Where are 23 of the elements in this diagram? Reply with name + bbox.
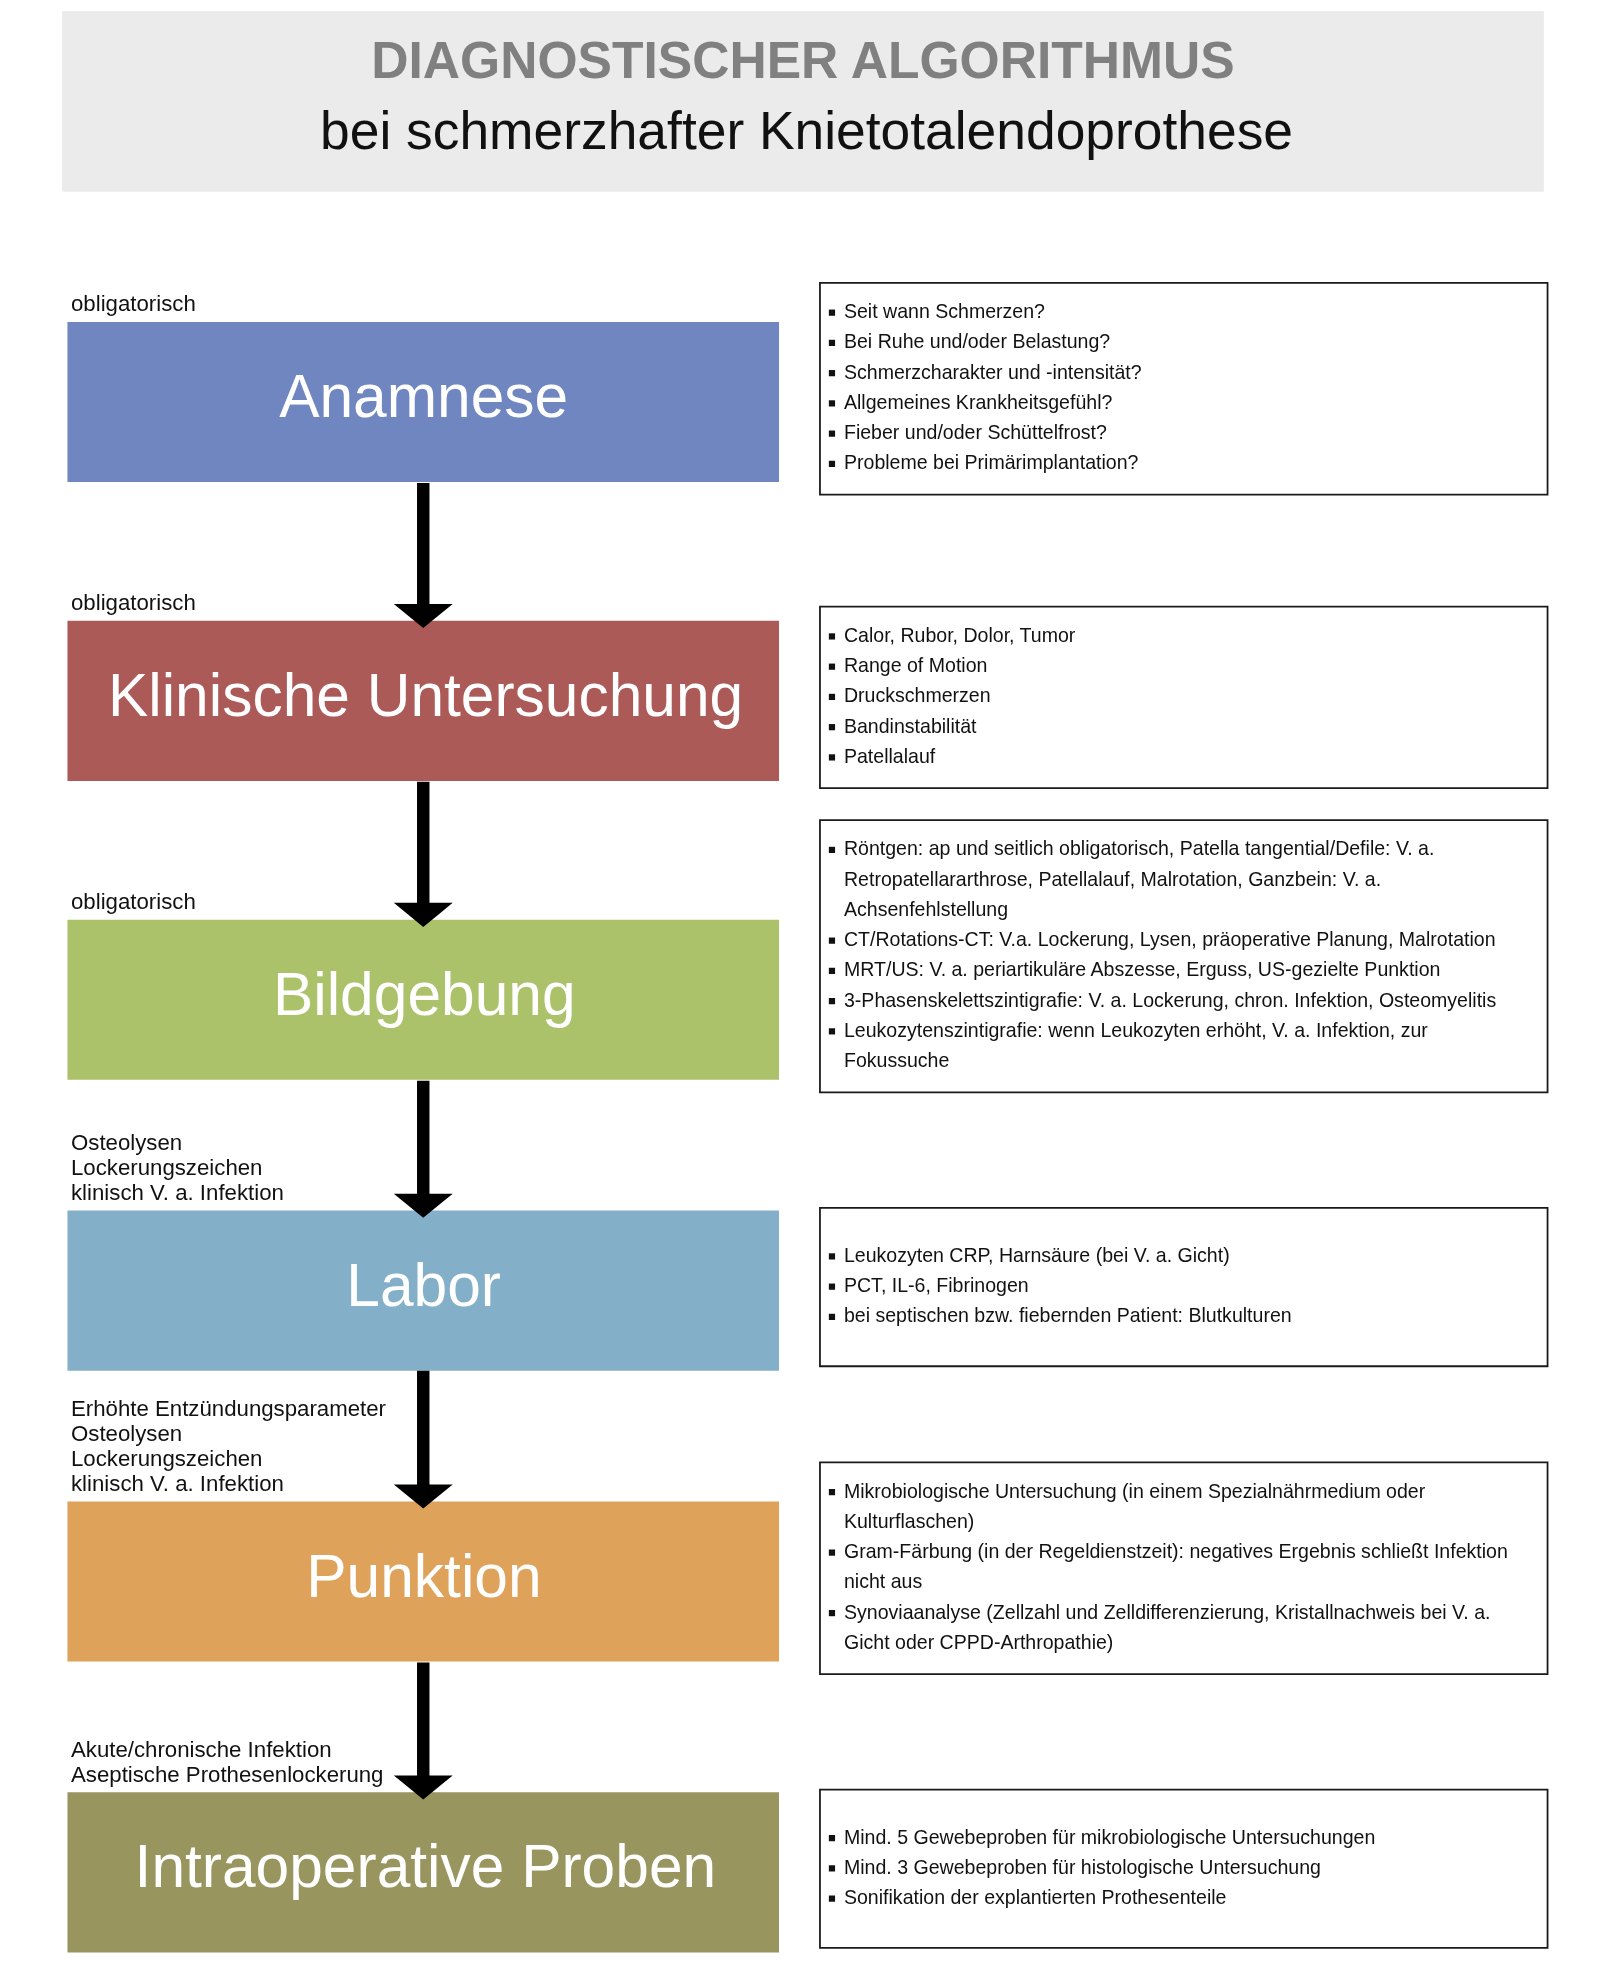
node-label: klinisch V. a. Infektion — [70, 1179, 284, 1205]
node-box: Anamnese — [66, 322, 779, 483]
node-label: Osteolysen — [70, 1130, 182, 1156]
node-label: obligatorisch — [70, 590, 196, 616]
node-label: obligatorisch — [70, 291, 196, 317]
arrow — [393, 1662, 453, 1800]
arrow — [393, 1080, 453, 1218]
arrow — [393, 781, 453, 927]
node-label: Aseptische Prothesenlockerung — [70, 1761, 383, 1787]
node-label: klinisch V. a. Infektion — [70, 1470, 284, 1496]
node-box: Punktion — [66, 1501, 779, 1662]
node-label: Lockerungszeichen — [70, 1155, 262, 1181]
node-label: obligatorisch — [70, 889, 196, 915]
node-label: Akute/chronische Infektion — [70, 1736, 332, 1762]
node-box: Intraoperative Proben — [66, 1792, 779, 1953]
node-box: Klinische Untersuchung — [66, 620, 779, 781]
arrow — [393, 483, 453, 628]
node-box: Bildgebung — [66, 919, 779, 1080]
node-label: Osteolysen — [70, 1420, 182, 1446]
arrow — [393, 1370, 453, 1509]
node-box: Labor — [66, 1210, 779, 1371]
node-label: Lockerungszeichen — [70, 1445, 262, 1471]
node-label: Erhöhte Entzündungsparameter — [70, 1396, 386, 1422]
